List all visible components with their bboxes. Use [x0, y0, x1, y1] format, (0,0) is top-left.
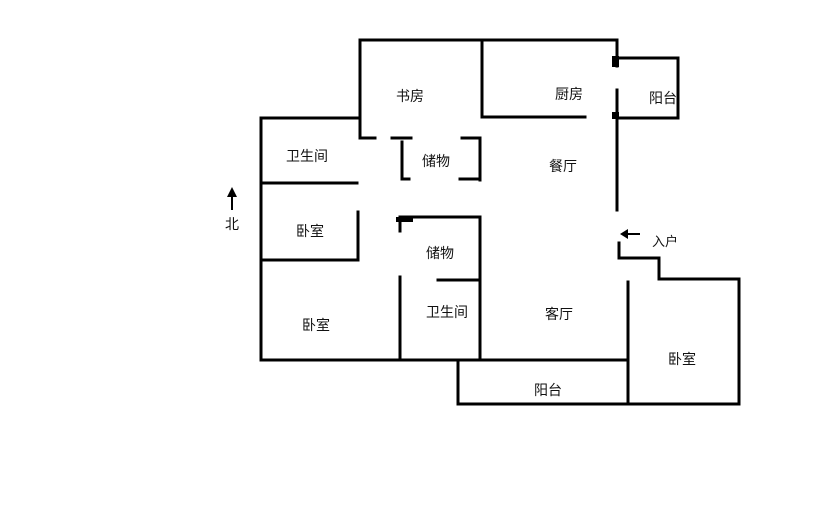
room-label-bathroom-south: 卫生间 [426, 305, 468, 321]
entrance-arrow-icon [620, 229, 640, 239]
door-stub [396, 217, 413, 222]
room-label-storage-south: 储物 [426, 246, 454, 262]
room-label-kitchen: 厨房 [555, 87, 583, 103]
room-label-living: 客厅 [545, 307, 573, 323]
walls [259, 38, 741, 406]
room-label-study: 书房 [396, 89, 424, 105]
room-label-balcony-north: 阳台 [649, 91, 677, 107]
room-label-balcony-south: 阳台 [534, 383, 562, 399]
entrance-label: 入户 [652, 235, 679, 250]
room-label-bedroom-small: 卧室 [296, 224, 324, 240]
door-stub [612, 112, 619, 119]
north-label: 北 [225, 217, 239, 233]
room-label-bathroom-north: 卫生间 [286, 149, 328, 165]
room-label-bedroom-southeast: 卧室 [668, 352, 696, 368]
north-arrow-icon [227, 187, 237, 210]
room-label-dining: 餐厅 [549, 159, 577, 175]
room-label-storage-north: 储物 [422, 154, 450, 170]
room-label-bedroom-southwest: 卧室 [302, 318, 330, 334]
door-stub [612, 56, 619, 67]
